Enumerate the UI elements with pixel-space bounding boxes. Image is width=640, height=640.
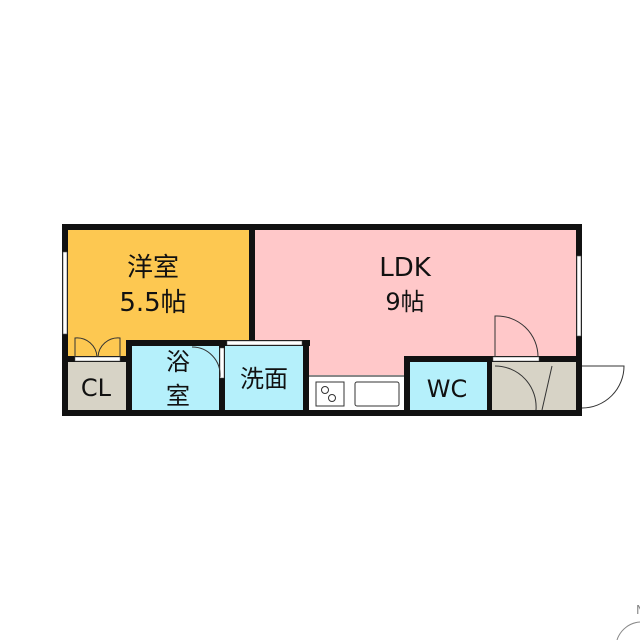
closet [66,362,126,412]
ldk-name: LDK [379,253,432,283]
door-swings [74,315,625,411]
western-room-name: 洋室 [127,253,179,283]
wc-room [408,360,490,412]
stove-icon [315,381,345,407]
ldk-room [252,228,580,360]
western-room-size: 5.5帖 [119,288,186,318]
window-east [576,255,582,337]
window-west [62,251,68,335]
bath-label-1: 浴 [166,348,190,376]
wc-label: WC [427,375,468,403]
western-room [66,228,252,360]
compass-icon: N [616,603,640,640]
bath-label-2: 室 [166,382,190,410]
ldk-size: 9帖 [385,288,424,316]
sink-icon [354,381,400,407]
entrance [492,362,578,412]
ldk-lower [308,345,408,375]
bathroom [130,345,222,412]
svg-text:N: N [636,603,640,617]
closet-label: CL [81,374,112,402]
washroom [224,345,306,412]
washroom-label: 洗面 [240,365,288,393]
